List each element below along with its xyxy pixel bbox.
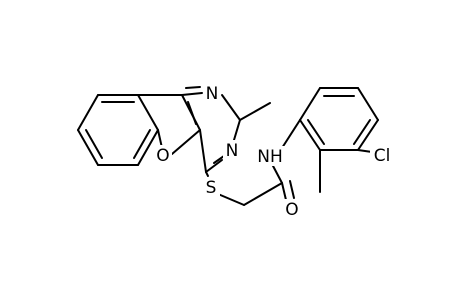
bond-pyr-inner-1 (185, 86, 201, 89)
bond-aryl-1 (299, 87, 321, 121)
atom-nh-amide: NH (257, 147, 283, 167)
bond-furan-3 (171, 129, 201, 155)
halo-cl (370, 145, 394, 165)
bond-nh-aryl (281, 119, 301, 149)
bond-pyr-1 (181, 92, 203, 96)
halo-s-thio (203, 177, 220, 197)
bond-aryl-6 (299, 119, 321, 151)
halo-o-carbonyl (283, 199, 301, 219)
atom-o-carbonyl: O (285, 200, 298, 220)
atom-o-furan: O (156, 146, 169, 166)
atom-n-top: N (206, 84, 219, 104)
bond-aryl-3 (357, 87, 379, 121)
bond-pyr-4 (205, 159, 223, 173)
atom-s-thio: S (206, 178, 217, 198)
bond-aryl-4 (357, 119, 379, 151)
bond-aryl-cl (357, 149, 373, 153)
bond-pyr-2 (221, 94, 241, 121)
bond-pyr-3 (233, 119, 241, 141)
halo-n-ring (223, 140, 241, 160)
bond-aryl-inner-2 (353, 119, 371, 145)
bond-benz-6 (77, 94, 99, 131)
bond-c-nh (271, 163, 283, 184)
bond-methyl-pyr (239, 102, 271, 121)
bond-benz-inner-2 (85, 129, 103, 159)
bond-benz-2 (137, 94, 159, 131)
bond-co-1 (281, 182, 287, 201)
halo-nh-amide (255, 146, 285, 166)
bond-pyr-5 (199, 129, 207, 173)
bond-co-2 (289, 180, 295, 199)
halo-o-furan (154, 145, 172, 165)
bond-layer (77, 86, 379, 206)
bond-benz-3 (137, 129, 159, 166)
bond-ch2-co (243, 182, 283, 206)
bond-pyr-inner-2 (213, 155, 225, 164)
halo-n-top (203, 83, 221, 103)
bond-s-ch2 (217, 193, 245, 206)
bond-benz-inner-3 (133, 129, 151, 159)
bond-furan-inner (187, 101, 197, 125)
atom-cl: Cl (374, 146, 391, 166)
atom-label-layer: N N O S NH O Cl (154, 83, 394, 220)
atom-n-ring: N (226, 141, 239, 161)
bond-aryl-inner-3 (307, 119, 325, 145)
bond-c-s (205, 171, 209, 177)
bond-benz-5 (77, 129, 99, 166)
